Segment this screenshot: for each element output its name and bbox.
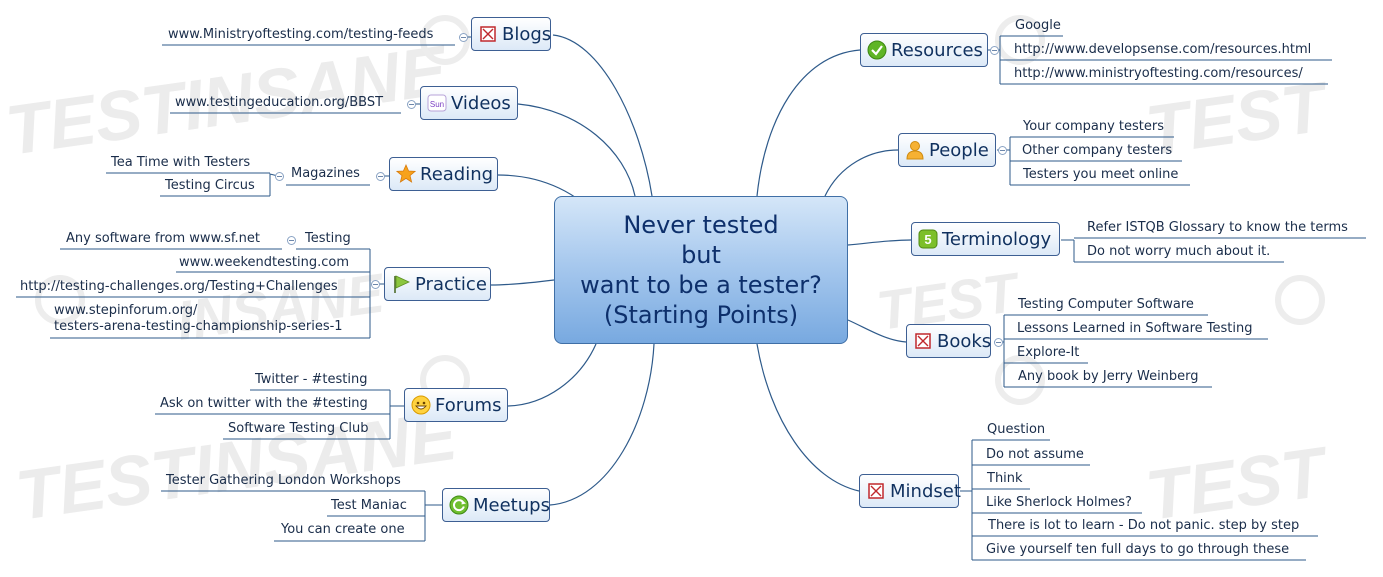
star-icon: [396, 164, 416, 184]
topic-meetups-label: Meetups: [473, 494, 550, 516]
leaf-forums-1: Twitter - #testing: [255, 372, 368, 387]
sun-calendar-icon: Sun: [427, 93, 447, 113]
topic-blogs[interactable]: Blogs: [471, 17, 551, 51]
leaf-meetups-1: Tester Gathering London Workshops: [166, 473, 401, 488]
leaf-practice-3: http://testing-challenges.org/Testing+Ch…: [20, 279, 338, 294]
leaf-books-2: Lessons Learned in Software Testing: [1017, 321, 1253, 336]
leaf-resources-1: Google: [1015, 18, 1061, 33]
leaf-terminology-1: Refer ISTQB Glossary to know the terms: [1087, 220, 1348, 235]
link-forums: [507, 343, 597, 407]
topic-resources-label: Resources: [891, 39, 983, 61]
leaf-reading-2: Testing Circus: [165, 178, 255, 193]
leaf-mindset-5: There is lot to learn - Do not panic. st…: [988, 518, 1300, 533]
topic-people-label: People: [929, 139, 989, 161]
link-videos: [517, 103, 636, 197]
cross-box-icon: [478, 24, 498, 44]
topic-resources[interactable]: Resources: [860, 33, 988, 67]
collapse-toggle-practice[interactable]: [371, 280, 380, 289]
leaf-people-1: Your company testers: [1023, 119, 1165, 134]
topic-books-label: Books: [937, 330, 992, 352]
link-books: [847, 319, 907, 343]
collapse-toggle-people[interactable]: [998, 146, 1007, 155]
topic-practice-label: Practice: [415, 273, 487, 295]
flag-icon: [391, 274, 411, 294]
topic-practice[interactable]: Practice: [384, 267, 491, 301]
link-terminology: [847, 239, 912, 246]
refresh-icon: [449, 495, 469, 515]
leaf-mindset-2: Do not assume: [986, 447, 1084, 462]
link-blogs: [552, 34, 653, 197]
topic-reading-label: Reading: [420, 163, 494, 185]
leaf-mindset-6: Give yourself ten full days to go throug…: [986, 542, 1290, 557]
topic-blogs-label: Blogs: [502, 23, 552, 45]
leaf-books-3: Explore-It: [1017, 345, 1080, 360]
topic-forums[interactable]: Forums: [404, 388, 508, 422]
leaf-meetups-2: Test Maniac: [331, 498, 407, 513]
leaf-resources-2: http://www.developsense.com/resources.ht…: [1014, 42, 1312, 57]
collapse-toggle-blogs[interactable]: [459, 33, 468, 42]
link-resources: [756, 49, 861, 197]
topic-mindset[interactable]: Mindset: [859, 474, 961, 508]
leaf-practice-2: www.weekendtesting.com: [179, 255, 349, 270]
leaf-books-1: Testing Computer Software: [1018, 297, 1194, 312]
leaf-people-2: Other company testers: [1022, 143, 1173, 158]
practice-sublabel: Testing: [305, 231, 351, 246]
link-people: [824, 149, 899, 197]
smiley-icon: [411, 395, 431, 415]
central-topic[interactable]: Never tested but want to be a tester? (S…: [554, 196, 848, 344]
leaf-practice-4: www.stepinforum.org/ testers-arena-testi…: [54, 303, 343, 334]
person-icon: [905, 140, 925, 160]
link-mindset: [756, 343, 860, 492]
cross-box-icon: [866, 481, 886, 501]
leaf-people-3: Testers you meet online: [1023, 167, 1179, 182]
leaf-mindset-1: Question: [987, 422, 1046, 437]
link-practice: [490, 279, 555, 286]
collapse-toggle-testing[interactable]: [287, 236, 296, 245]
cross-box-icon: [913, 331, 933, 351]
topic-terminology[interactable]: 5 Terminology: [911, 222, 1060, 256]
collapse-toggle-videos[interactable]: [407, 100, 416, 109]
svg-text:5: 5: [924, 232, 931, 247]
leaf-books-4: Any book by Jerry Weinberg: [1018, 369, 1199, 384]
topic-forums-label: Forums: [435, 394, 502, 416]
leaf-mindset-4: Like Sherlock Holmes?: [986, 495, 1132, 510]
leaf-practice-1: Any software from www.sf.net: [66, 231, 261, 246]
leaf-blogs-1: www.Ministryoftesting.com/testing-feeds: [168, 27, 434, 42]
leaf-resources-3: http://www.ministryoftesting.com/resourc…: [1014, 66, 1303, 81]
svg-text:Sun: Sun: [430, 100, 444, 109]
topic-videos-label: Videos: [451, 92, 511, 114]
check-icon: [867, 40, 887, 60]
topic-meetups[interactable]: Meetups: [442, 488, 550, 522]
collapse-toggle-books[interactable]: [994, 338, 1003, 347]
reading-sublabel: Magazines: [291, 166, 360, 181]
leaf-videos-1: www.testingeducation.org/BBST: [175, 95, 384, 110]
leaf-mindset-3: Think: [987, 471, 1023, 486]
topic-terminology-label: Terminology: [942, 228, 1052, 250]
collapse-toggle-resources[interactable]: [990, 46, 999, 55]
collapse-toggle-reading[interactable]: [376, 172, 385, 181]
central-topic-title: Never tested but want to be a tester? (S…: [580, 211, 822, 329]
leaf-forums-3: Software Testing Club: [228, 421, 369, 436]
collapse-toggle-magazines[interactable]: [275, 172, 284, 181]
leaf-reading-1: Tea Time with Testers: [111, 155, 251, 170]
topic-reading[interactable]: Reading: [389, 157, 498, 191]
topic-books[interactable]: Books: [906, 324, 991, 358]
leaf-meetups-3: You can create one: [281, 522, 405, 537]
number-five-icon: 5: [918, 229, 938, 249]
topic-videos[interactable]: Sun Videos: [420, 86, 518, 120]
topic-mindset-label: Mindset: [890, 480, 961, 502]
leaf-terminology-2: Do not worry much about it.: [1087, 244, 1271, 259]
leaf-forums-2: Ask on twitter with the #testing: [160, 396, 368, 411]
link-meetups: [549, 343, 655, 506]
topic-people[interactable]: People: [898, 133, 996, 167]
